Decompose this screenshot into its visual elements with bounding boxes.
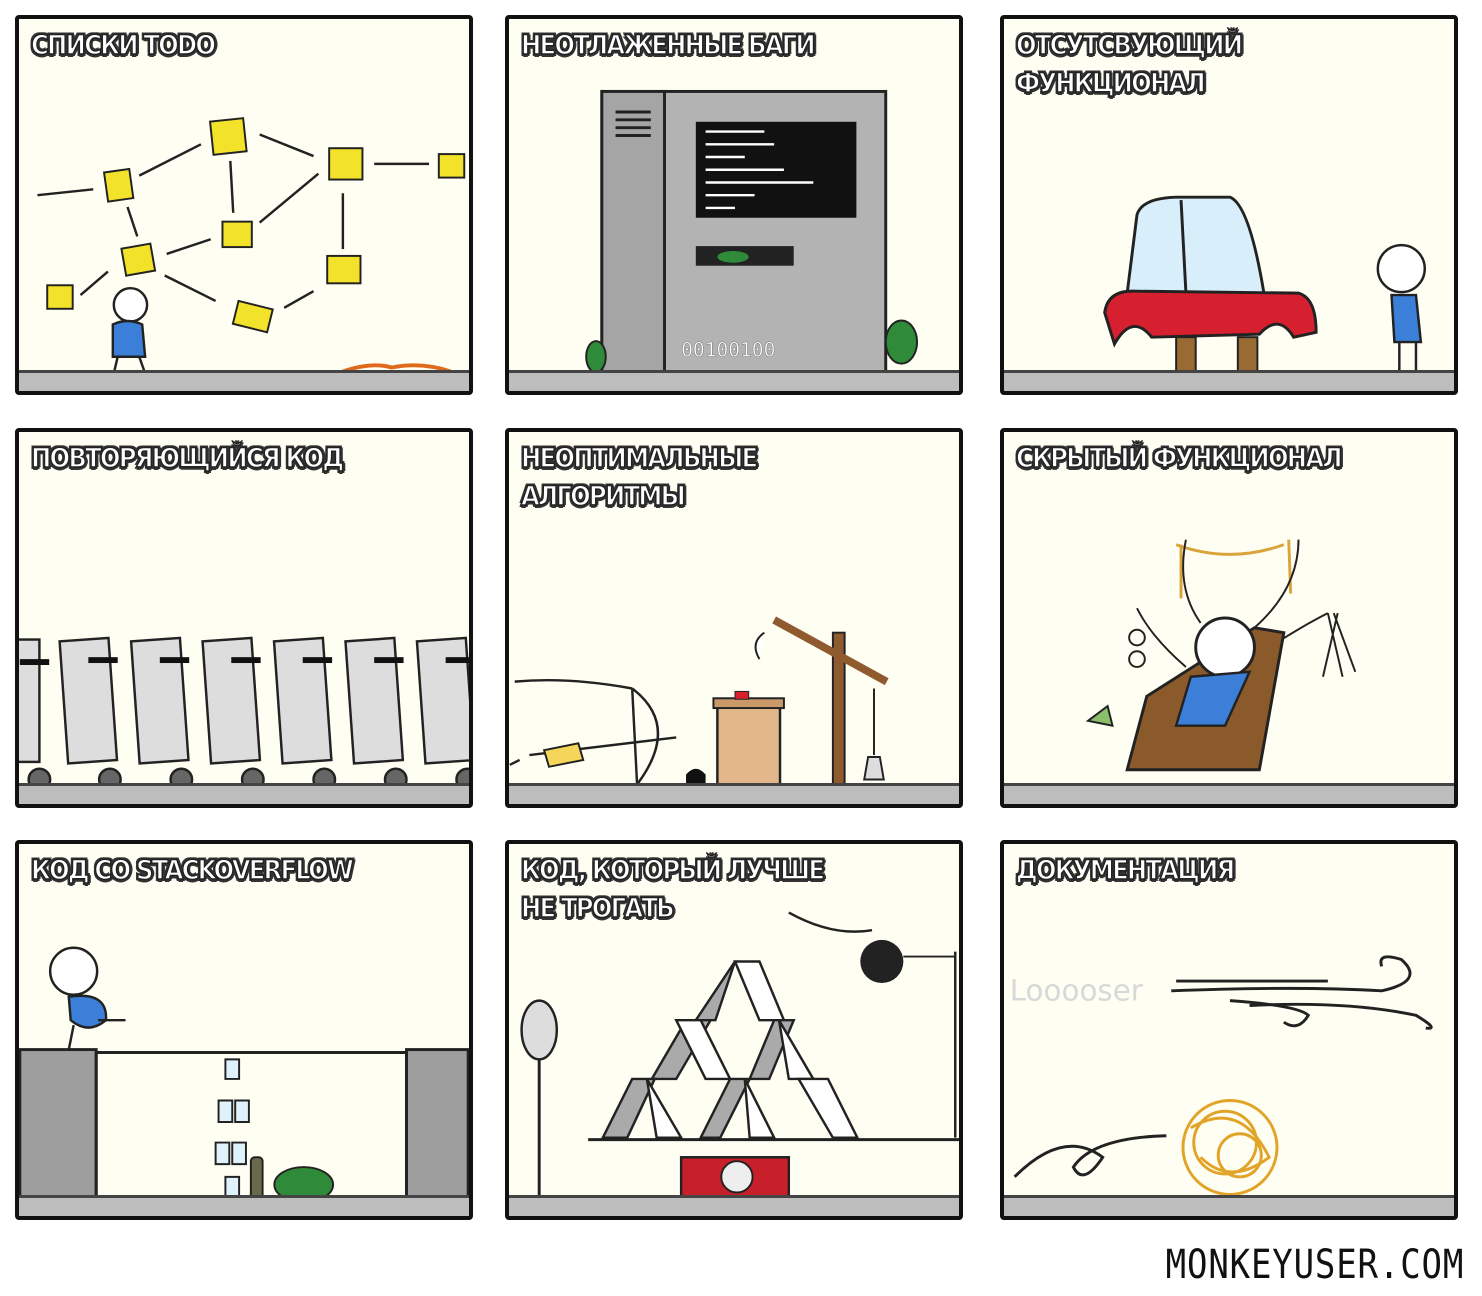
- sticky-notes-graph-illustration: [37, 117, 466, 374]
- server-label: 00100100: [681, 339, 775, 362]
- tumbleweed-illustration: Looooser: [1010, 955, 1433, 1196]
- panel-title: ПОВТОРЯЮЩИЙСЯ КОД: [30, 442, 344, 475]
- panel-title: КОД, КОТОРЫЙ ЛУЧШЕ НЕ ТРОГАТЬ: [520, 854, 825, 925]
- massage-chair-illustration: [1085, 539, 1357, 772]
- panel-missing-functionality: ОТСУТСВУЮЩИЙ ФУНКЦИОНАЛ: [1000, 15, 1458, 395]
- rube-goldberg-illustration: [509, 616, 889, 792]
- panel-dont-touch-code: КОД, КОТОРЫЙ ЛУЧШЕ НЕ ТРОГАТЬ: [505, 840, 963, 1220]
- panel-unfixed-bugs: 00100100 НЕОТЛАЖЕННЫЕ БАГИ: [505, 15, 963, 395]
- ground: [19, 370, 469, 391]
- panel-title: КОД СО STACKOVERFLOW: [30, 854, 354, 887]
- stick-figure: [48, 946, 126, 1050]
- ground: [1004, 370, 1454, 391]
- ground: [509, 1195, 959, 1216]
- ground: [1004, 783, 1454, 804]
- ground: [19, 783, 469, 804]
- ground: [1004, 1195, 1454, 1216]
- server-cabinet-illustration: 00100100: [585, 89, 919, 377]
- panel-title: ДОКУМЕНТАЦИЯ: [1015, 854, 1236, 887]
- panel-title: ОТСУТСВУЮЩИЙ ФУНКЦИОНАЛ: [1015, 29, 1243, 100]
- cloned-servers-illustration: [19, 636, 469, 792]
- house-of-cards-illustration: [520, 911, 959, 1198]
- panel-title: СПИСКИ TODO: [30, 29, 216, 62]
- car-without-wheels-illustration: [1103, 195, 1427, 374]
- stick-figure: [111, 286, 149, 374]
- trapdoor-illustration: [19, 946, 469, 1204]
- faded-text: Looooser: [1010, 974, 1144, 1008]
- ground: [19, 1195, 469, 1216]
- site-watermark[interactable]: MONKEYUSER.COM: [1165, 1242, 1464, 1288]
- panel-title: СКРЫТЫЙ ФУНКЦИОНАЛ: [1015, 442, 1343, 475]
- stick-figure: [1376, 243, 1427, 374]
- panel-todo-lists: СПИСКИ TODO: [15, 15, 473, 395]
- panel-suboptimal-algorithms: НЕОПТИМАЛЬНЫЕ АЛГОРИТМЫ: [505, 428, 963, 808]
- panel-hidden-functionality: СКРЫТЫЙ ФУНКЦИОНАЛ: [1000, 428, 1458, 808]
- panel-title: НЕОТЛАЖЕННЫЕ БАГИ: [520, 29, 816, 62]
- panel-documentation: Looooser ДОКУМЕНТАЦИЯ: [1000, 840, 1458, 1220]
- panel-duplicate-code: ПОВТОРЯЮЩИЙСЯ КОД: [15, 428, 473, 808]
- ground: [509, 370, 959, 391]
- ground: [509, 783, 959, 804]
- panel-stackoverflow-code: КОД СО STACKOVERFLOW: [15, 840, 473, 1220]
- panel-title: НЕОПТИМАЛЬНЫЕ АЛГОРИТМЫ: [520, 442, 758, 513]
